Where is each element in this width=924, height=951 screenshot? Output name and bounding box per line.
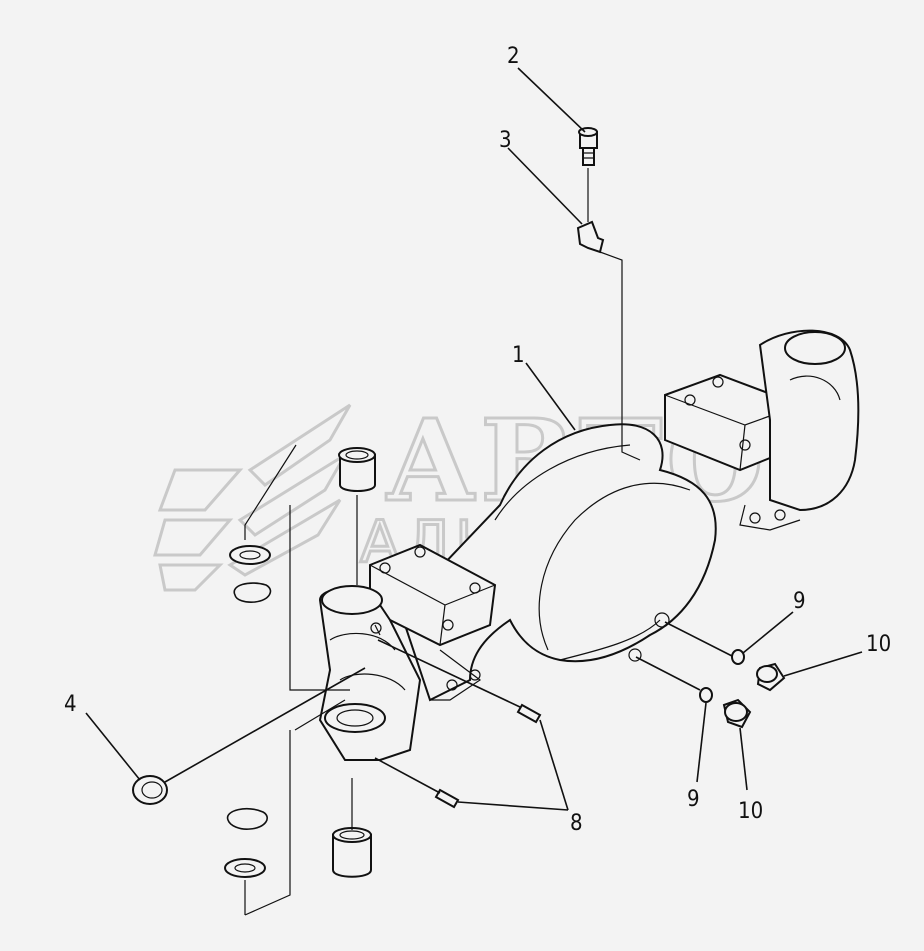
drain-plug-lower	[722, 698, 752, 729]
grease-nipple-upper	[516, 703, 542, 724]
callout-2: 2	[507, 44, 520, 69]
elbow-fitting	[576, 220, 605, 254]
leader-lines	[85, 67, 863, 916]
axle-housing	[318, 329, 860, 761]
callout-10-upper: 10	[866, 632, 891, 657]
upper-washer-set	[229, 545, 272, 603]
upper-kingpin-bushing	[338, 447, 376, 492]
grease-nipple-lower	[434, 788, 460, 809]
callout-8: 8	[570, 811, 583, 836]
o-ring-lower	[699, 687, 713, 703]
callout-1: 1	[512, 343, 525, 368]
o-ring-upper	[731, 649, 745, 665]
oil-seal	[132, 775, 168, 805]
breather-plug	[578, 127, 598, 166]
callout-4: 4	[64, 692, 77, 717]
callout-3: 3	[499, 128, 512, 153]
right-hub-flange	[758, 329, 860, 512]
lower-kingpin-bushing	[332, 827, 372, 878]
callout-9-upper: 9	[793, 589, 806, 614]
watermark-emblem	[153, 403, 352, 592]
callout-9-lower: 9	[687, 787, 700, 812]
axle-housing-banjo	[398, 423, 717, 702]
drain-plug-upper	[756, 662, 786, 692]
callout-10-lower: 10	[738, 799, 763, 824]
lower-washer-set	[224, 808, 268, 878]
